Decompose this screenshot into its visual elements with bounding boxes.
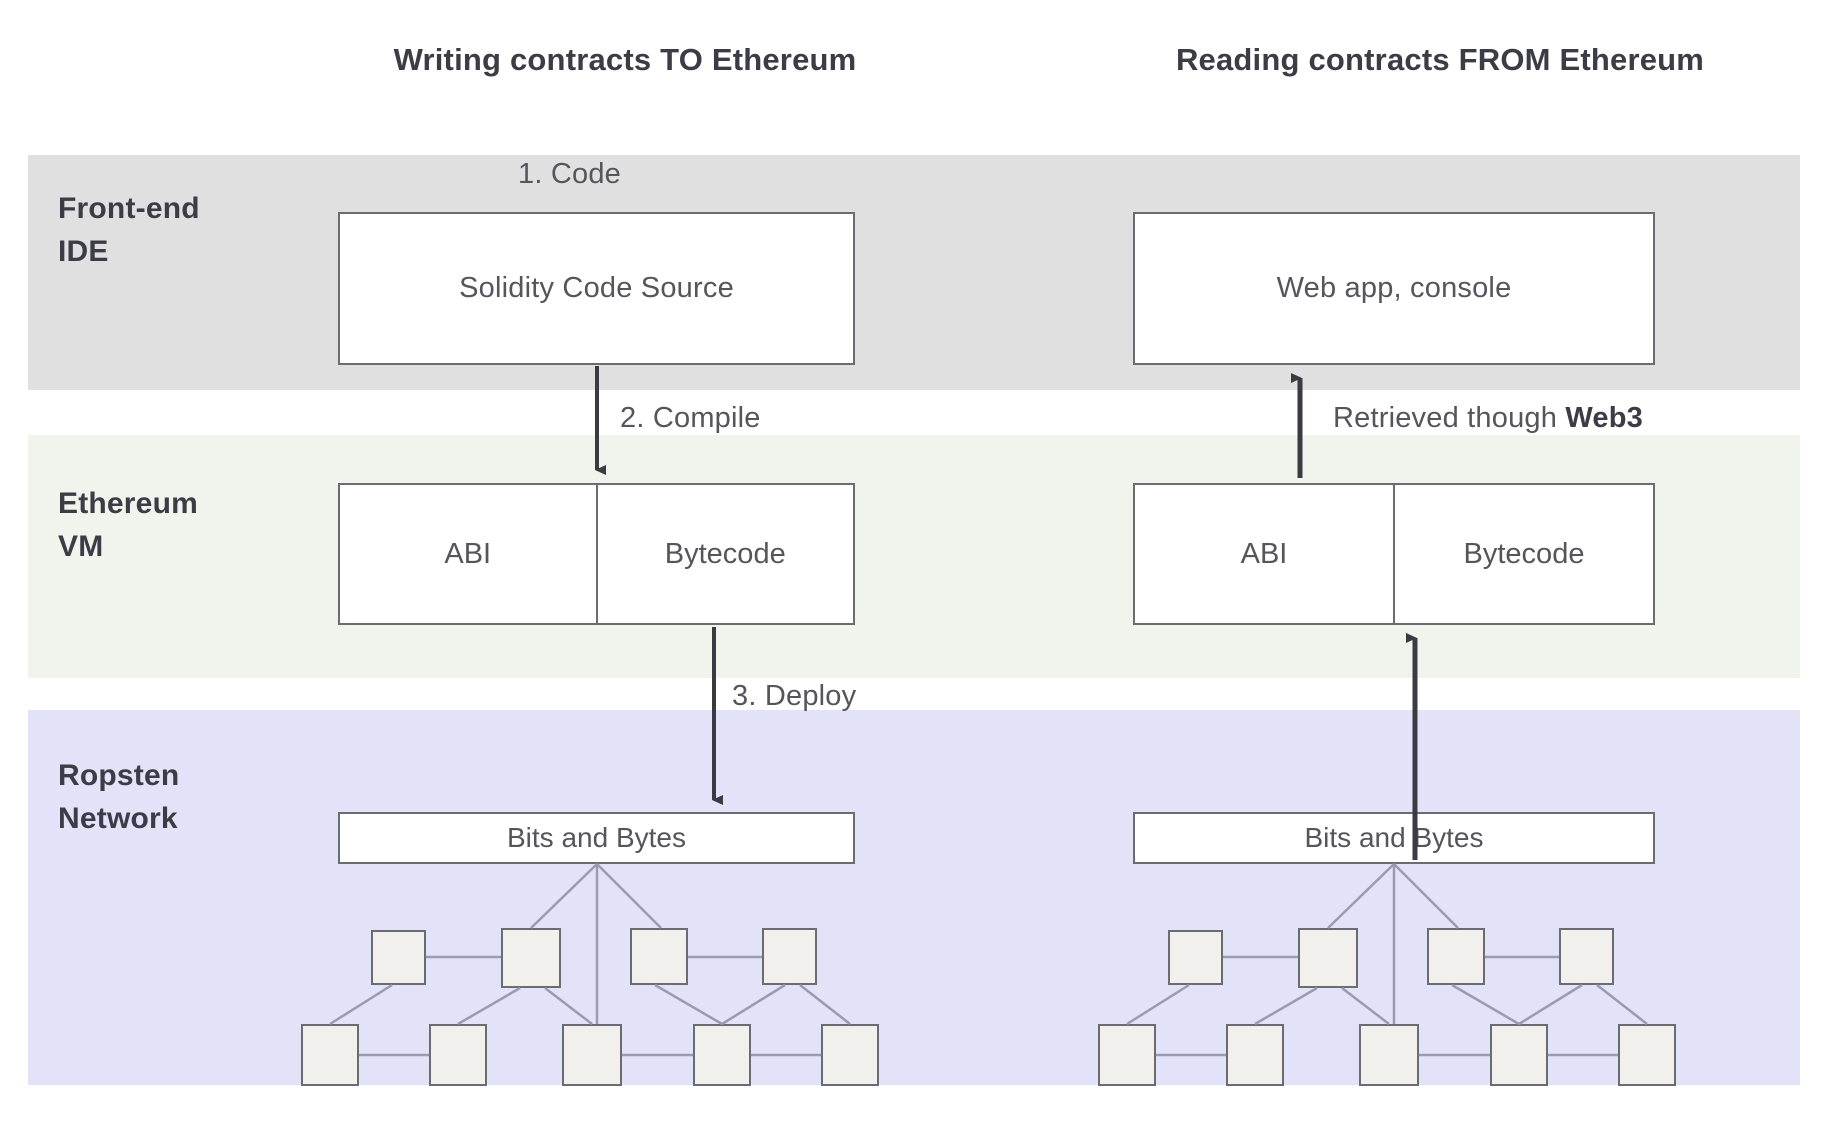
band-label-ropsten-line2: Network [58,801,178,835]
band-label-evm-line1: Ethereum [58,487,198,520]
network-node [630,928,688,985]
band-label-frontend-line2: IDE [58,234,109,268]
box-web-app-console[interactable]: Web app, console [1133,212,1655,365]
arrow-label-retrieved-text: Retrieved though [1333,402,1566,434]
box-evm-write-bytecode[interactable]: Bytecode [598,485,854,623]
network-node [371,930,426,985]
arrow-label-web3-text: Web3 [1565,402,1643,434]
box-evm-read-bytecode[interactable]: Bytecode [1395,485,1653,623]
box-evm-write-bytecode-label: Bytecode [664,537,786,570]
box-bits-and-bytes-write[interactable]: Bits and Bytes [338,812,855,864]
arrow-label-retrieved-web3: Retrieved though Web3 [1333,402,1643,435]
box-bits-and-bytes-read-label: Bits and Bytes [1304,822,1484,853]
network-node [1226,1024,1284,1086]
network-node [1559,928,1614,985]
box-bits-and-bytes-read[interactable]: Bits and Bytes [1133,812,1655,864]
box-evm-read-bytecode-label: Bytecode [1463,537,1585,570]
network-node [1618,1024,1676,1086]
band-label-evm: Ethereum VM [58,483,198,568]
network-node [1359,1024,1419,1086]
band-label-evm-line2: VM [58,529,104,563]
box-evm-read[interactable]: ABI Bytecode [1133,483,1655,625]
box-evm-write-abi[interactable]: ABI [340,485,598,623]
arrow-label-code-text: 1. Code [518,158,621,190]
box-evm-write-abi-label: ABI [444,537,492,570]
column-title-write: Writing contracts TO Ethereum [220,42,1030,78]
band-label-frontend-line1: Front-end [58,192,200,225]
box-bits-and-bytes-write-label: Bits and Bytes [507,822,686,853]
network-node [1168,930,1223,985]
network-node [429,1024,487,1086]
network-node [562,1024,622,1086]
column-title-read-text: Reading contracts FROM Ethereum [1175,42,1705,77]
network-node [1490,1024,1548,1086]
network-node [821,1024,879,1086]
box-evm-read-abi-label: ABI [1240,537,1288,570]
network-node [1298,928,1358,988]
network-node [1098,1024,1156,1086]
network-node [693,1024,751,1086]
arrow-label-deploy: 3. Deploy [732,680,856,713]
box-web-app-console-label: Web app, console [1276,272,1512,304]
band-label-ropsten: Ropsten Network [58,755,179,840]
network-node [301,1024,359,1086]
box-solidity-code-source-label: Solidity Code Source [459,272,734,304]
arrow-label-deploy-text: 3. Deploy [732,680,857,712]
column-title-write-text: Writing contracts TO Ethereum [393,42,857,77]
column-title-read: Reading contracts FROM Ethereum [1040,42,1830,78]
band-label-frontend: Front-end IDE [58,188,200,273]
network-node [762,928,817,985]
arrow-label-compile: 2. Compile [620,402,761,435]
box-evm-read-abi[interactable]: ABI [1135,485,1395,623]
arrow-label-compile-text: 2. Compile [620,402,761,434]
band-label-ropsten-line1: Ropsten [58,759,180,792]
arrow-label-code: 1. Code [518,158,621,191]
network-node [501,928,561,988]
network-node [1427,928,1485,985]
box-solidity-code-source[interactable]: Solidity Code Source [338,212,855,365]
box-evm-write[interactable]: ABI Bytecode [338,483,855,625]
